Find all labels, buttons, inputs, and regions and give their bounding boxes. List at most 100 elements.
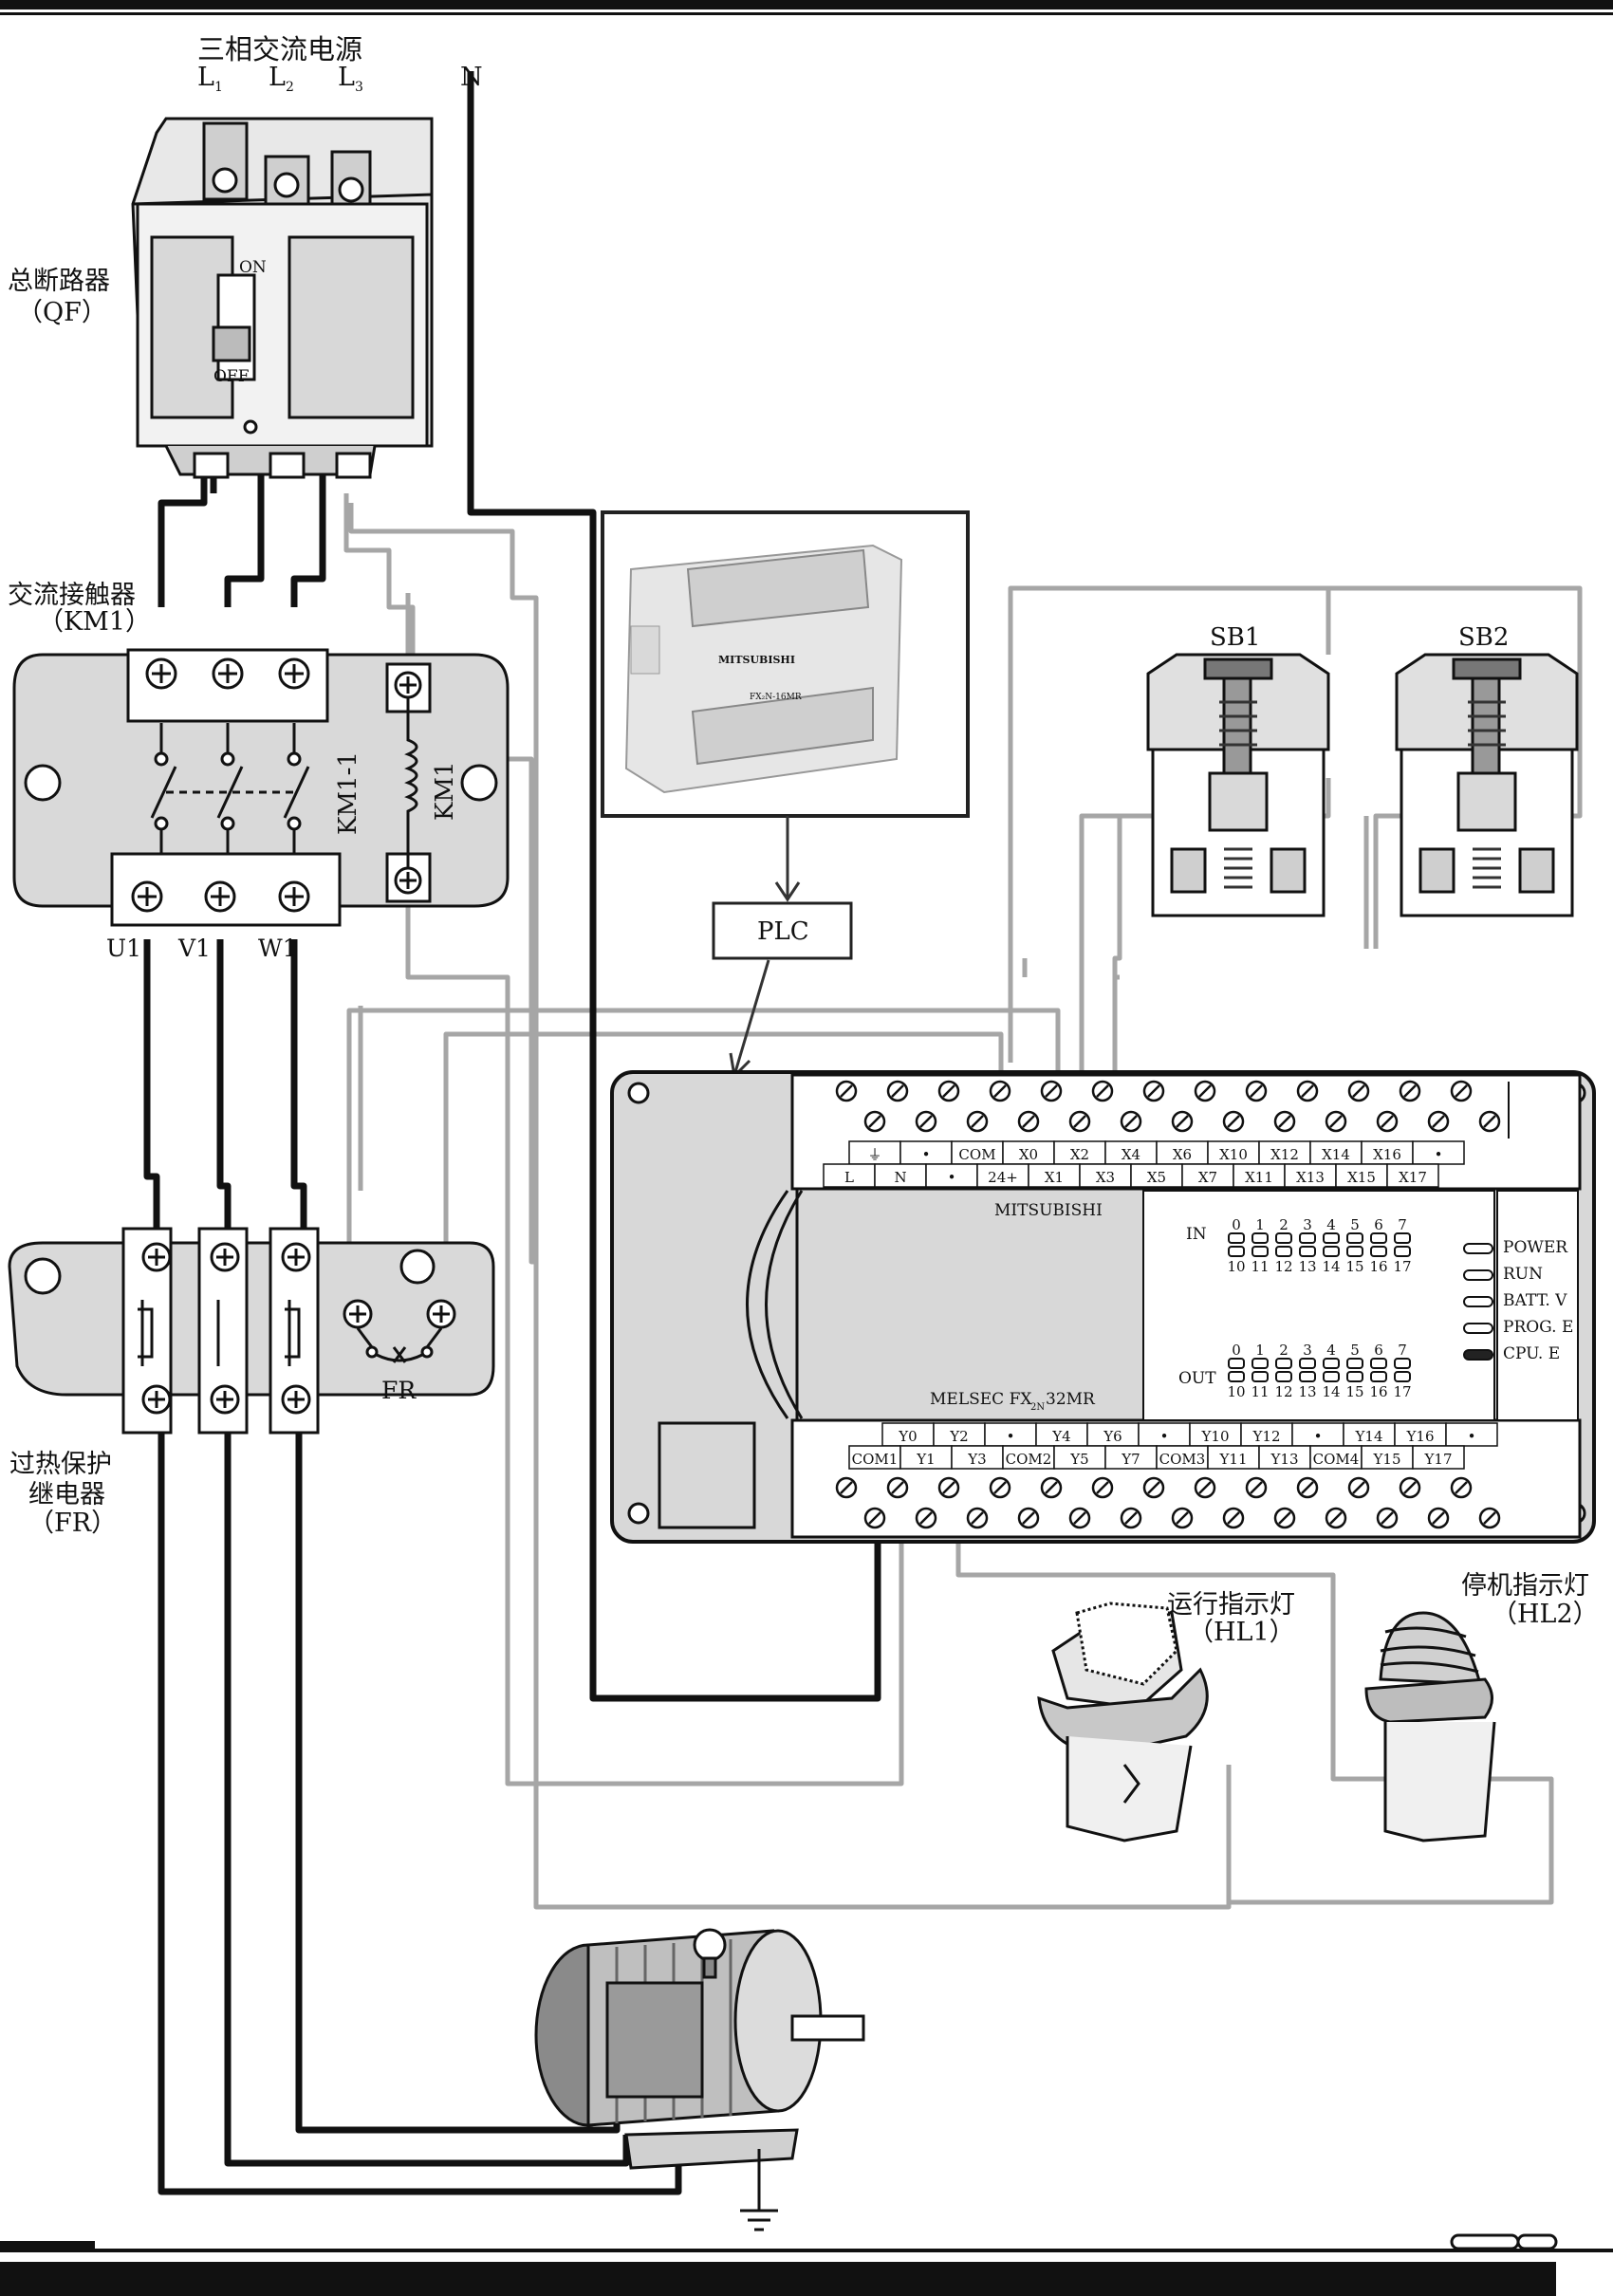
io-led <box>1275 1232 1292 1244</box>
plc-top-row1-label: X2 <box>1070 1146 1089 1163</box>
plc-bottom-screw <box>1245 1476 1268 1499</box>
button-sb1 <box>1146 653 1330 917</box>
relay-code: （FR） <box>28 1509 117 1538</box>
plc-bottom-screw <box>1040 1476 1063 1499</box>
led-number: 15 <box>1345 1258 1363 1275</box>
plc-top-row2-label: • <box>948 1169 956 1186</box>
status-led <box>1463 1269 1493 1281</box>
run-lamp-code: （HL1） <box>1188 1618 1295 1647</box>
plc-top-screw <box>1245 1080 1268 1102</box>
plc-bottom-row1-cell <box>1086 1422 1140 1447</box>
plc-top-screw <box>1091 1080 1114 1102</box>
led-number: 0 <box>1232 1342 1241 1359</box>
plc-top-screw <box>1171 1110 1194 1133</box>
supply-labels: 三相交流电源 L 1 L 2 L 3 N <box>197 33 483 95</box>
plc-bottom-screw <box>863 1507 886 1529</box>
plc-top-row2-cell <box>1284 1163 1337 1188</box>
plc-bottom-screw <box>1347 1476 1370 1499</box>
plc-top-row2-label: X17 <box>1399 1169 1427 1186</box>
led-number: 6 <box>1374 1342 1383 1359</box>
plc-bottom-row1-cell <box>1445 1422 1498 1447</box>
plc-top-screw <box>1142 1080 1165 1102</box>
plc-bottom-screw <box>1142 1476 1165 1499</box>
led-number: 2 <box>1279 1216 1289 1233</box>
plc-bottom-row2-cell <box>1156 1445 1209 1470</box>
led-number: 17 <box>1393 1383 1411 1400</box>
led-number: 15 <box>1345 1383 1363 1400</box>
led-number: 12 <box>1274 1383 1292 1400</box>
plc-top-row1-label: X14 <box>1322 1146 1350 1163</box>
io-led <box>1394 1358 1411 1369</box>
lamp-hl1 <box>1037 1602 1209 1842</box>
plc-bottom-screw <box>1399 1476 1421 1499</box>
led-number: 10 <box>1227 1383 1245 1400</box>
terminal-v1-label: V1 <box>177 935 211 962</box>
plc-bottom-row2-cell <box>1002 1445 1055 1470</box>
plc-top-screw <box>1296 1080 1319 1102</box>
l2-sub: 2 <box>286 80 294 95</box>
io-led <box>1346 1232 1363 1244</box>
breaker-off-label: OFF <box>213 367 250 386</box>
plc-top-row2-label: X3 <box>1096 1169 1115 1186</box>
status-led <box>1463 1296 1493 1307</box>
io-led <box>1394 1371 1411 1382</box>
plc-bottom-screw <box>1017 1507 1040 1529</box>
plc-bottom-row2-label: Y3 <box>967 1451 986 1468</box>
plc-top-row2-cell <box>1130 1163 1183 1188</box>
led-number: 7 <box>1398 1216 1407 1233</box>
plc-top-screw <box>835 1080 858 1102</box>
button-sb2 <box>1395 653 1579 917</box>
relay-name-line1: 过热保护 <box>9 1450 112 1479</box>
sb1-label: SB1 <box>1210 623 1260 652</box>
plc-top-row2-label: L <box>844 1169 854 1186</box>
plc-top-screw <box>937 1080 960 1102</box>
led-number: 16 <box>1369 1383 1387 1400</box>
plc-top-screw <box>1222 1110 1245 1133</box>
led-number: 16 <box>1369 1258 1387 1275</box>
stop-lamp-name: 停机指示灯 <box>1461 1571 1589 1601</box>
io-led <box>1251 1246 1269 1257</box>
plc-bottom-row1-cell <box>1138 1422 1191 1447</box>
led-number: 2 <box>1279 1342 1289 1359</box>
relay-name-line2: 继电器 <box>28 1480 105 1509</box>
plc-bottom-row2-label: Y17 <box>1424 1451 1453 1468</box>
plc-top-row1-cell <box>1156 1140 1209 1165</box>
status-label: POWER <box>1503 1238 1568 1257</box>
plc-bottom-row1-label: Y2 <box>949 1428 968 1445</box>
plc-top-row2-label: X7 <box>1198 1169 1217 1186</box>
status-label: CPU. E <box>1503 1344 1560 1363</box>
led-number: 14 <box>1322 1258 1340 1275</box>
contact-km1-1-label: KM1-1 <box>334 751 362 835</box>
terminal-w1-label: W1 <box>258 935 298 962</box>
io-led <box>1323 1232 1340 1244</box>
plc-bottom-screw <box>1376 1507 1399 1529</box>
decorative-corner-icon <box>1450 2233 1558 2250</box>
led-number: 5 <box>1350 1216 1360 1233</box>
led-number: 3 <box>1303 1216 1312 1233</box>
plc-bottom-row1-label: Y6 <box>1103 1428 1122 1445</box>
io-led <box>1251 1371 1269 1382</box>
plc-bottom-row2-label: Y11 <box>1219 1451 1248 1468</box>
plc-bottom-row1-label: Y14 <box>1355 1428 1383 1445</box>
plc-bottom-row2-label: Y15 <box>1373 1451 1401 1468</box>
plc-top-screw <box>886 1080 909 1102</box>
neutral-label: N <box>460 63 483 92</box>
plc-top-row2-cell <box>925 1163 978 1188</box>
plc-top-screw <box>1478 1110 1501 1133</box>
io-led <box>1299 1232 1316 1244</box>
plc-bottom-screw <box>1194 1476 1216 1499</box>
plc-top-row1-label: X10 <box>1219 1146 1248 1163</box>
plc-bottom-screw <box>1068 1507 1091 1529</box>
l3-sub: 3 <box>355 80 363 95</box>
io-led <box>1323 1358 1340 1369</box>
plc-bottom-row1-label: Y10 <box>1201 1428 1230 1445</box>
plc-top-row1-label: X0 <box>1019 1146 1038 1163</box>
plc-bottom-terminals <box>835 1476 1501 1529</box>
plc-top-row1-cell <box>1053 1140 1106 1165</box>
plc-arrow <box>733 959 770 1073</box>
plc-bottom-row2-label: Y7 <box>1121 1451 1140 1468</box>
plc-bottom-row1-label: Y4 <box>1051 1428 1070 1445</box>
